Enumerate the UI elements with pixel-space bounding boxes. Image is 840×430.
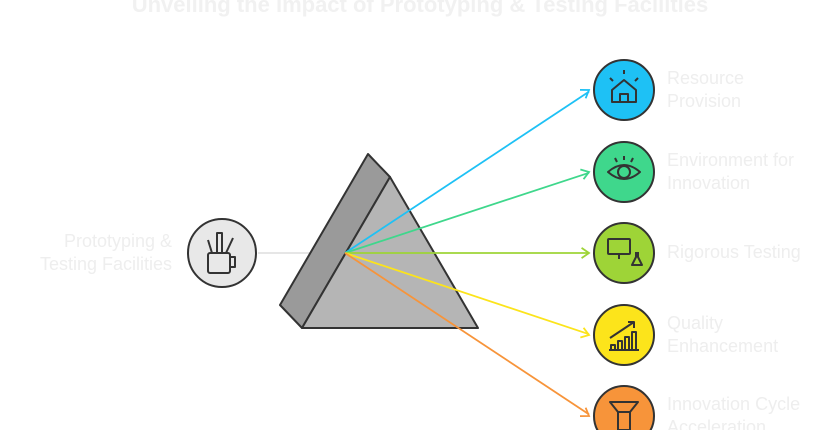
- output-label-line2: Innovation: [667, 173, 751, 193]
- arrowhead-icon: [580, 168, 591, 180]
- output-node-3: [593, 222, 655, 284]
- output-label-line2: Acceleration: [667, 417, 767, 430]
- output-label-line1: Resource: [667, 68, 745, 88]
- source-label-line2: Testing Facilities: [39, 254, 172, 274]
- output-node-4: [593, 304, 655, 366]
- arrowhead-icon: [580, 327, 591, 339]
- output-label-line1: Innovation Cycle: [667, 394, 801, 414]
- ray-2: [344, 171, 590, 254]
- output-node-5: [593, 385, 655, 430]
- output-label-line2: Enhancement: [667, 336, 779, 356]
- eye-bulb-icon: [607, 156, 641, 180]
- source-node: [187, 218, 257, 288]
- output-label-3: Rigorous Testing: [667, 241, 801, 264]
- arrowhead-icon: [579, 89, 591, 99]
- output-node-1: [593, 59, 655, 121]
- source-label-line1: Prototyping &: [63, 231, 172, 251]
- output-node-2: [593, 141, 655, 203]
- arrowhead-icon: [581, 247, 591, 259]
- monitor-flask-icon: [607, 238, 643, 266]
- growth-chart-icon: [609, 321, 639, 351]
- ray-5: [344, 252, 590, 416]
- stationery-mug-icon: [207, 232, 236, 274]
- ray-1: [344, 90, 590, 254]
- diagram-title: Unveiling the Impact of Prototyping & Te…: [131, 0, 709, 17]
- output-label-line1: Rigorous Testing: [667, 242, 801, 262]
- ray-4: [344, 252, 590, 336]
- output-label-line2: Provision: [667, 91, 742, 111]
- funnel-icon: [609, 401, 639, 430]
- source-label: Prototyping & Testing Facilities: [40, 230, 172, 276]
- house-icon: [609, 70, 639, 103]
- output-label-line1: Quality: [667, 313, 724, 333]
- output-label-line1: Environment for: [667, 150, 795, 170]
- arrowhead-icon: [579, 407, 591, 417]
